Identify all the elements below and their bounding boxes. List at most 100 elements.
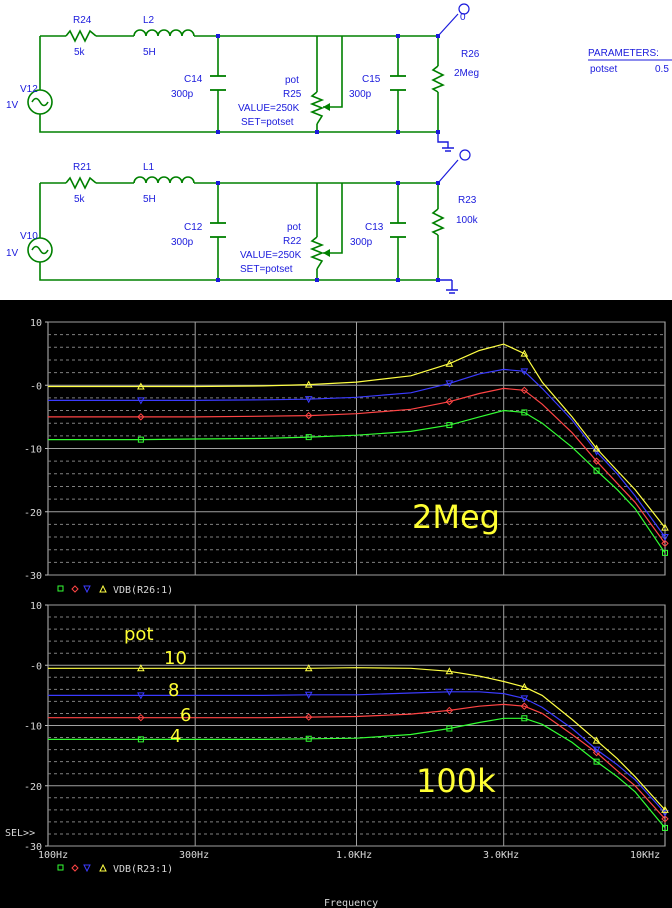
c15-value: 300p	[349, 89, 372, 100]
ground-top	[437, 132, 454, 152]
c14-value: 300p	[171, 89, 194, 100]
probe-label: 0	[460, 12, 466, 23]
r26-value: 2Meg	[454, 68, 479, 79]
data-point-yellow	[137, 382, 145, 390]
resistor-r24	[65, 29, 97, 43]
l2-value: 5H	[143, 47, 156, 58]
r22-set: SET=potset	[240, 264, 293, 275]
data-point-red	[137, 713, 145, 722]
v10-name: V10	[20, 231, 38, 242]
ground-symbols	[437, 132, 458, 294]
data-point-red	[305, 713, 313, 721]
data-point-green	[521, 715, 528, 722]
l1-value: 5H	[143, 194, 156, 205]
r24-value: 5k	[74, 47, 86, 58]
r24-name: R24	[73, 15, 92, 26]
potentiometer-r22	[309, 236, 325, 270]
y-tick-label: 10	[30, 318, 42, 329]
schematic: R24 5k L2 5H C14 300p pot R25 VALUE=250K…	[6, 3, 672, 294]
data-point-yellow	[592, 736, 601, 744]
data-point-blue	[661, 534, 669, 542]
parameters-title: PARAMETERS:	[588, 48, 659, 59]
data-point-yellow	[520, 349, 529, 357]
data-point-red	[305, 411, 313, 420]
data-point-yellow	[304, 664, 313, 672]
y-tick-label: -20	[24, 508, 42, 519]
data-point-blue	[445, 688, 454, 696]
legend-top[interactable]: VDB(R26:1)	[57, 584, 173, 596]
probe-plot-window: 10-0-10-20-30 10-0-10-20-30 100Hz 300Hz …	[0, 300, 672, 908]
annotation-pot-6: 6	[180, 705, 191, 726]
annotation-pot-4: 4	[170, 726, 181, 747]
c13-name: C13	[365, 222, 384, 233]
capacitor-symbols	[210, 75, 406, 238]
legend-bottom[interactable]: VDB(R23:1)	[57, 863, 173, 875]
ground-bottom	[438, 279, 458, 294]
series-line-yellow	[48, 343, 666, 528]
data-point-green	[137, 436, 144, 443]
l1-name: L1	[143, 162, 155, 173]
data-point-red	[661, 815, 669, 823]
series-line-green	[48, 717, 666, 829]
voltage-probes	[437, 3, 471, 184]
annotation-pot-10: 10	[164, 648, 187, 669]
r23-name: R23	[458, 195, 477, 206]
data-point-yellow	[445, 667, 454, 675]
inductor-l2	[133, 29, 195, 37]
r25-set: SET=potset	[241, 117, 294, 128]
data-point-red	[661, 539, 669, 548]
y-tick-label: 10	[30, 601, 42, 612]
inductor-symbols	[133, 29, 195, 184]
series-line-red	[48, 703, 666, 820]
data-point-yellow	[661, 523, 669, 531]
x-axis-label: Frequency	[324, 898, 378, 908]
series-line-yellow	[48, 667, 666, 811]
data-point-blue	[520, 368, 529, 376]
y-tick-label: -0	[30, 381, 42, 392]
data-point-yellow	[445, 359, 454, 367]
data-point-red	[445, 397, 454, 406]
data-point-yellow	[137, 664, 145, 672]
data-point-green	[521, 409, 528, 416]
annotation-2meg: 2Meg	[412, 498, 500, 536]
data-point-red	[137, 413, 145, 421]
y-tick-label: -0	[30, 661, 42, 672]
x-tick-labels: 100Hz 300Hz 1.0KHz 3.0KHz 10KHz	[38, 850, 660, 861]
data-point-blue	[137, 692, 145, 700]
data-point-blue	[520, 695, 529, 703]
data-point-yellow	[520, 682, 529, 690]
legend-bottom-label: VDB(R23:1)	[113, 864, 173, 875]
data-point-green	[662, 824, 668, 831]
y-tick-label: -20	[24, 782, 42, 793]
v12-value: 1V	[6, 100, 19, 111]
resistor-r21	[65, 176, 97, 190]
data-point-green	[662, 549, 668, 556]
data-point-yellow	[304, 380, 313, 388]
legend-top-label: VDB(R26:1)	[113, 585, 173, 596]
plot-bottom: 10-0-10-20-30	[24, 601, 669, 853]
c12-value: 300p	[171, 237, 194, 248]
y-tick-label: -10	[24, 445, 42, 456]
x-tick-300hz: 300Hz	[179, 850, 209, 861]
x-tick-1khz: 1.0KHz	[336, 850, 372, 861]
data-point-blue	[661, 809, 669, 817]
source-symbols	[27, 89, 53, 263]
data-point-blue	[592, 746, 601, 754]
data-point-green	[593, 758, 600, 765]
c12-name: C12	[184, 222, 203, 233]
data-point-green	[593, 467, 600, 474]
series-line-green	[48, 409, 666, 554]
data-point-green	[137, 736, 144, 743]
resistor-r23	[431, 208, 445, 236]
resistor-symbols	[65, 29, 445, 270]
annotation-pot: pot	[124, 624, 154, 645]
x-tick-100hz: 100Hz	[38, 850, 68, 861]
resistor-r26	[431, 65, 445, 93]
data-point-yellow	[661, 805, 669, 813]
parameter-value: 0.5	[655, 64, 669, 75]
c15-name: C15	[362, 74, 381, 85]
r26-name: R26	[461, 49, 480, 60]
x-tick-3khz: 3.0KHz	[483, 850, 519, 861]
sel-marker: SEL>>	[5, 828, 35, 839]
r22-name: R22	[283, 236, 302, 247]
